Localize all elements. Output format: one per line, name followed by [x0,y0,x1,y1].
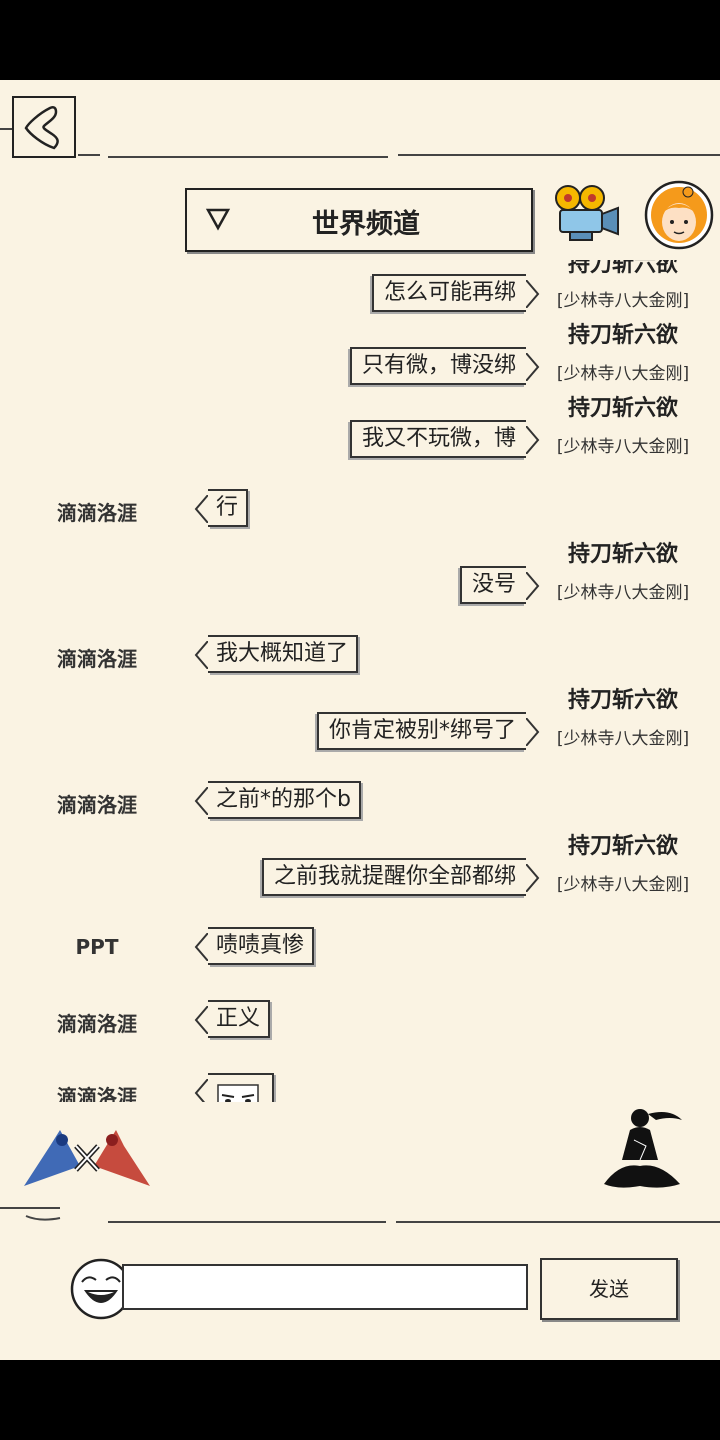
bubble-tail-icon [194,495,208,523]
bubble-tail-icon [194,933,208,961]
movie-camera-icon[interactable] [552,180,622,244]
message-bubble: 我大概知道了 [194,635,359,673]
bubble-tail-icon [194,1079,208,1102]
message-bubble: 没号 [459,566,540,604]
message-text: 啧啧真惨 [216,933,305,958]
emoji-button[interactable] [70,1258,132,1320]
triangle-down-icon [205,208,231,231]
message-input[interactable] [122,1264,528,1310]
sender-name[interactable]: 持刀斩六欲 [567,542,678,567]
message-text: 没号 [471,572,516,597]
message-bubble: 之前我就提醒你全部都绑 [261,858,540,896]
message-bubble: 行 [194,489,249,527]
message-text: 行 [216,495,239,520]
message-bubble: 只有微，博没绑 [349,347,540,385]
sender-name[interactable]: PPT [75,935,119,959]
sender-guild: [少林寺八大金刚] [556,729,690,749]
channel-selector[interactable]: 世界频道 [185,188,533,252]
meditation-icon[interactable] [600,1104,690,1190]
bubble-tail-icon [526,353,540,381]
bubble-tail-icon [526,426,540,454]
sender-guild: [少林寺八大金刚] [556,364,690,384]
header-divider [108,156,388,158]
message-bubble: 我又不玩微，博 [349,420,540,458]
chat-message-list[interactable]: 怎么可能再绑 持刀斩六欲 [少林寺八大金刚] 只有微，博没绑 持刀斩六欲 [少林… [0,260,720,1102]
header-divider [0,128,12,130]
message-text: 怎么可能再绑 [383,280,516,305]
message-text: 之前*的那个b [216,787,351,812]
sender-name[interactable]: 滴滴洛涯 [57,1085,137,1102]
message-bubble [194,1073,274,1102]
sender-name[interactable]: 滴滴洛涯 [57,793,137,817]
message-text: 我又不玩微，博 [361,426,516,451]
back-button[interactable] [12,96,76,158]
message-bubble: 你肯定被别*绑号了 [316,712,540,750]
channel-title: 世界频道 [312,209,420,240]
bubble-tail-icon [526,572,540,600]
message-bubble: 之前*的那个b [194,781,361,819]
sender-guild: [少林寺八大金刚] [556,583,690,603]
sender-name[interactable]: 持刀斩六欲 [567,688,678,713]
message-text: 你肯定被别*绑号了 [328,718,516,743]
face-sticker-icon [217,1084,259,1102]
message-text: 正义 [216,1006,261,1031]
bubble-tail-icon [526,718,540,746]
bubble-tail-icon [194,787,208,815]
sender-guild: [少林寺八大金刚] [556,875,690,895]
header-divider [78,154,100,156]
girl-avatar-icon[interactable] [644,180,714,250]
sender-name[interactable]: 持刀斩六欲 [567,323,678,348]
laughing-face-icon [70,1258,132,1320]
sender-name[interactable]: 持刀斩六欲 [567,260,678,277]
composer-divider [0,1207,720,1223]
sender-name[interactable]: 持刀斩六欲 [567,396,678,421]
message-bubble: 正义 [194,1000,271,1038]
sender-name[interactable]: 滴滴洛涯 [57,501,137,525]
pvp-fighters-icon[interactable] [20,1126,154,1190]
message-text: 只有微，博没绑 [361,353,516,378]
message-bubble: 啧啧真惨 [194,927,315,965]
message-text: 之前我就提醒你全部都绑 [273,864,516,889]
bubble-tail-icon [526,280,540,308]
back-arrow-icon [24,105,59,150]
bubble-tail-icon [194,1006,208,1034]
sender-name[interactable]: 滴滴洛涯 [57,647,137,671]
header-divider [398,154,720,156]
sender-name[interactable]: 滴滴洛涯 [57,1012,137,1036]
message-text: 我大概知道了 [216,641,349,666]
sender-guild: [少林寺八大金刚] [556,437,690,457]
sender-guild: [少林寺八大金刚] [556,291,690,311]
bubble-tail-icon [194,641,208,669]
bubble-tail-icon [526,864,540,892]
app-screen: 世界频道 怎么可能再绑 持刀斩六欲 [少林寺八大金刚] [0,80,720,1360]
message-bubble: 怎么可能再绑 [371,274,540,312]
sender-name[interactable]: 持刀斩六欲 [567,834,678,859]
send-button[interactable]: 发送 [540,1258,678,1320]
